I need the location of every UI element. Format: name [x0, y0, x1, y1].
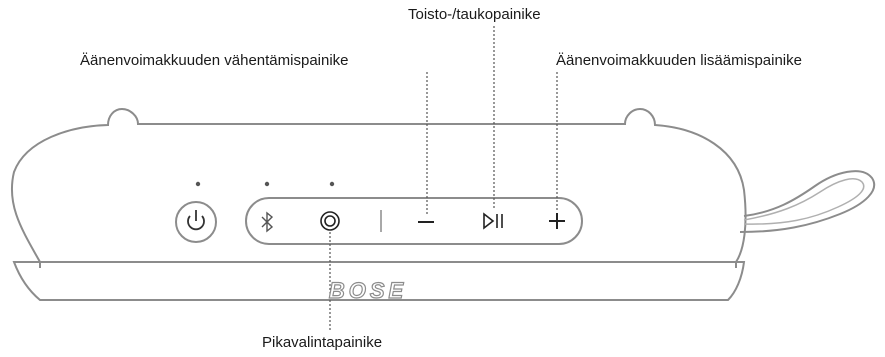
strap-loop-inner [743, 178, 865, 225]
button-strip [245, 197, 583, 245]
shortcut-led [329, 181, 335, 187]
volume-up-label: Äänenvoimakkuuden lisäämispainike [556, 52, 802, 69]
shortcut-label: Pikavalintapainike [262, 334, 383, 351]
plus-icon[interactable] [549, 213, 565, 229]
bluetooth-icon[interactable] [261, 211, 274, 233]
brand-logo: BOSE [329, 278, 407, 303]
speaker-bottom-band [12, 261, 746, 301]
shortcut-icon[interactable] [320, 211, 340, 231]
volume-down-label: Äänenvoimakkuuden vähentämispainike [80, 52, 349, 69]
play-pause-icon[interactable] [483, 212, 503, 230]
power-button[interactable] [175, 201, 217, 243]
power-led [195, 181, 201, 187]
speaker-body-outline [10, 107, 747, 268]
bluetooth-led [264, 181, 270, 187]
strap-loop [739, 170, 875, 233]
play-pause-label: Toisto-/taukopainike [408, 6, 541, 23]
power-icon [187, 210, 205, 231]
